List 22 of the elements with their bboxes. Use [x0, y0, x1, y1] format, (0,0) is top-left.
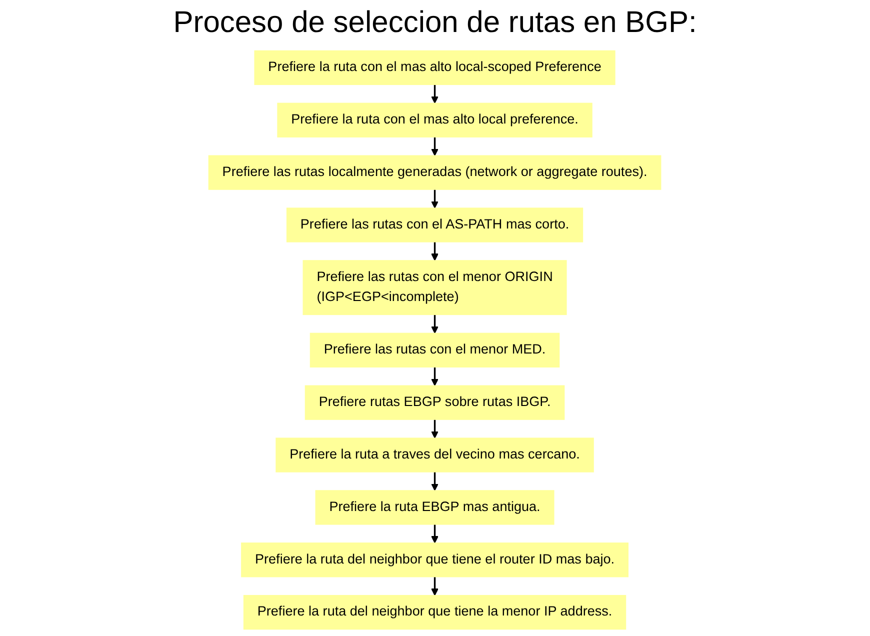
arrow — [431, 367, 439, 386]
arrow — [431, 314, 439, 334]
node-box: Prefiere la ruta con el mas alto local preference. — [277, 102, 593, 138]
node-box: Prefiere las rutas localmente generadas (network or aggregate routes). — [208, 155, 662, 190]
arrow — [431, 189, 439, 208]
node-box: Prefiere las rutas con el menor MED. — [310, 332, 560, 368]
node-box: Prefiere las rutas con el AS-PATH mas corto. — [286, 208, 584, 242]
node-box: Prefiere la ruta con el mas alto local-scoped Preference — [254, 50, 616, 86]
node-box: Prefiere las rutas con el menor ORIGIN (IGP<EGP<incomplete) — [302, 260, 568, 316]
node-box: Prefiere rutas EBGP sobre rutas IBGP. — [305, 385, 565, 420]
arrow — [431, 242, 439, 261]
node-box: Prefiere la ruta del neighbor que tiene la menor IP address. — [244, 594, 626, 630]
arrow — [431, 524, 439, 544]
node-box: Prefiere la ruta del neighbor que tiene el router ID mas bajo. — [241, 542, 629, 578]
title: Proceso de seleccion de rutas en BGP: — [173, 6, 697, 40]
arrow — [431, 84, 439, 104]
node-box: Prefiere la ruta a traves del vecino mas cercano. — [276, 438, 594, 472]
node-box: Prefiere la ruta EBGP mas antigua. — [316, 490, 554, 525]
arrow — [431, 420, 439, 438]
arrow — [431, 137, 439, 156]
arrow — [431, 576, 439, 596]
arrow — [431, 472, 439, 491]
